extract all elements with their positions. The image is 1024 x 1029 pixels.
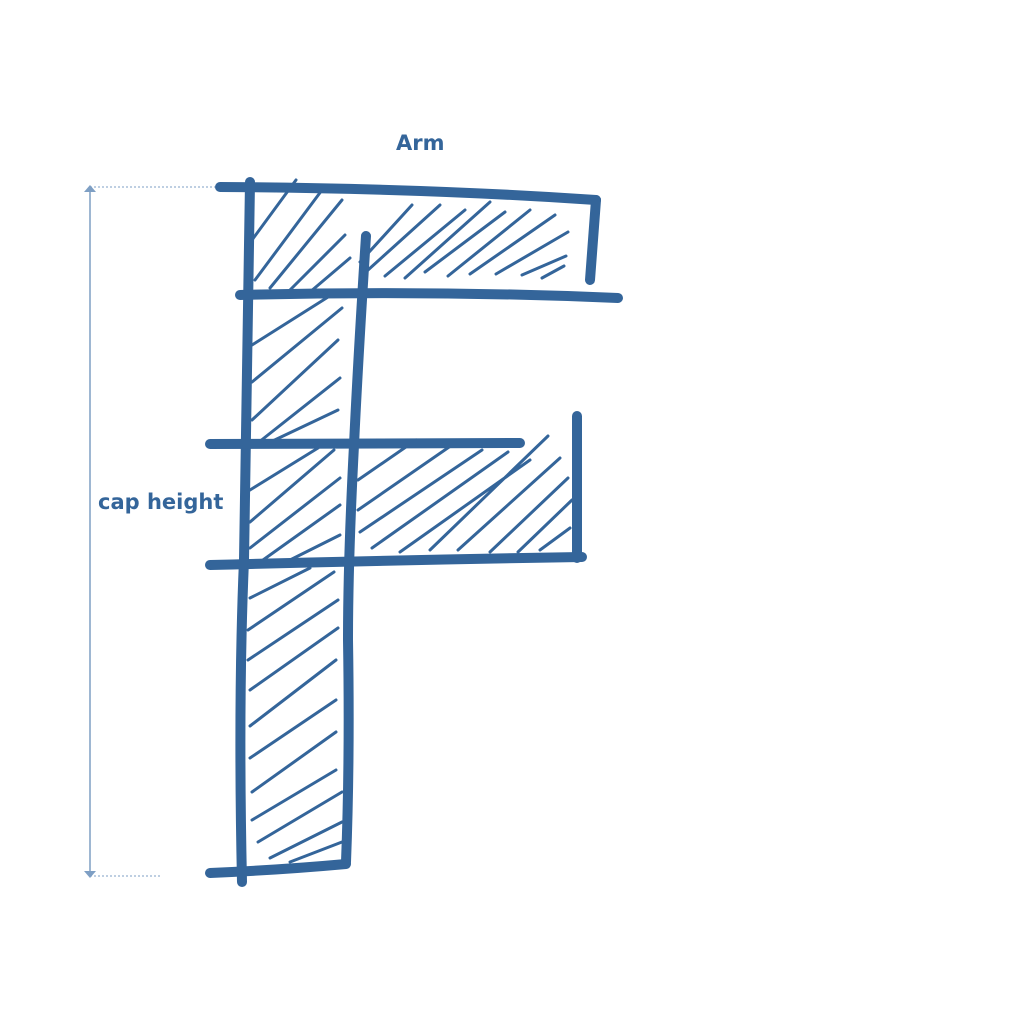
cap-height-label: cap height [98,490,224,514]
arm-label: Arm [396,131,445,155]
crossbar-top-edge [205,438,525,449]
arrow-up-icon [84,185,96,192]
hatch-stem-upper [250,290,344,448]
outline [205,177,623,887]
hatch-arm-left [250,178,352,294]
arm-bottom-edge [235,288,623,303]
arm-right-edge [585,195,601,285]
cap-height-dimension [84,185,215,878]
hatch-stem-middle [248,446,342,567]
hatching [246,178,574,864]
foot-bottom-edge [205,859,351,878]
crossbar-bottom-edge [205,552,587,570]
arrow-down-icon [84,871,96,878]
hatch-crossbar [356,434,574,554]
stem-right-edge [341,231,371,867]
arm-top-edge [215,182,601,205]
hatch-stem-lower [246,566,344,864]
hatch-arm-right [358,200,570,280]
stem-left-edge [235,177,255,887]
